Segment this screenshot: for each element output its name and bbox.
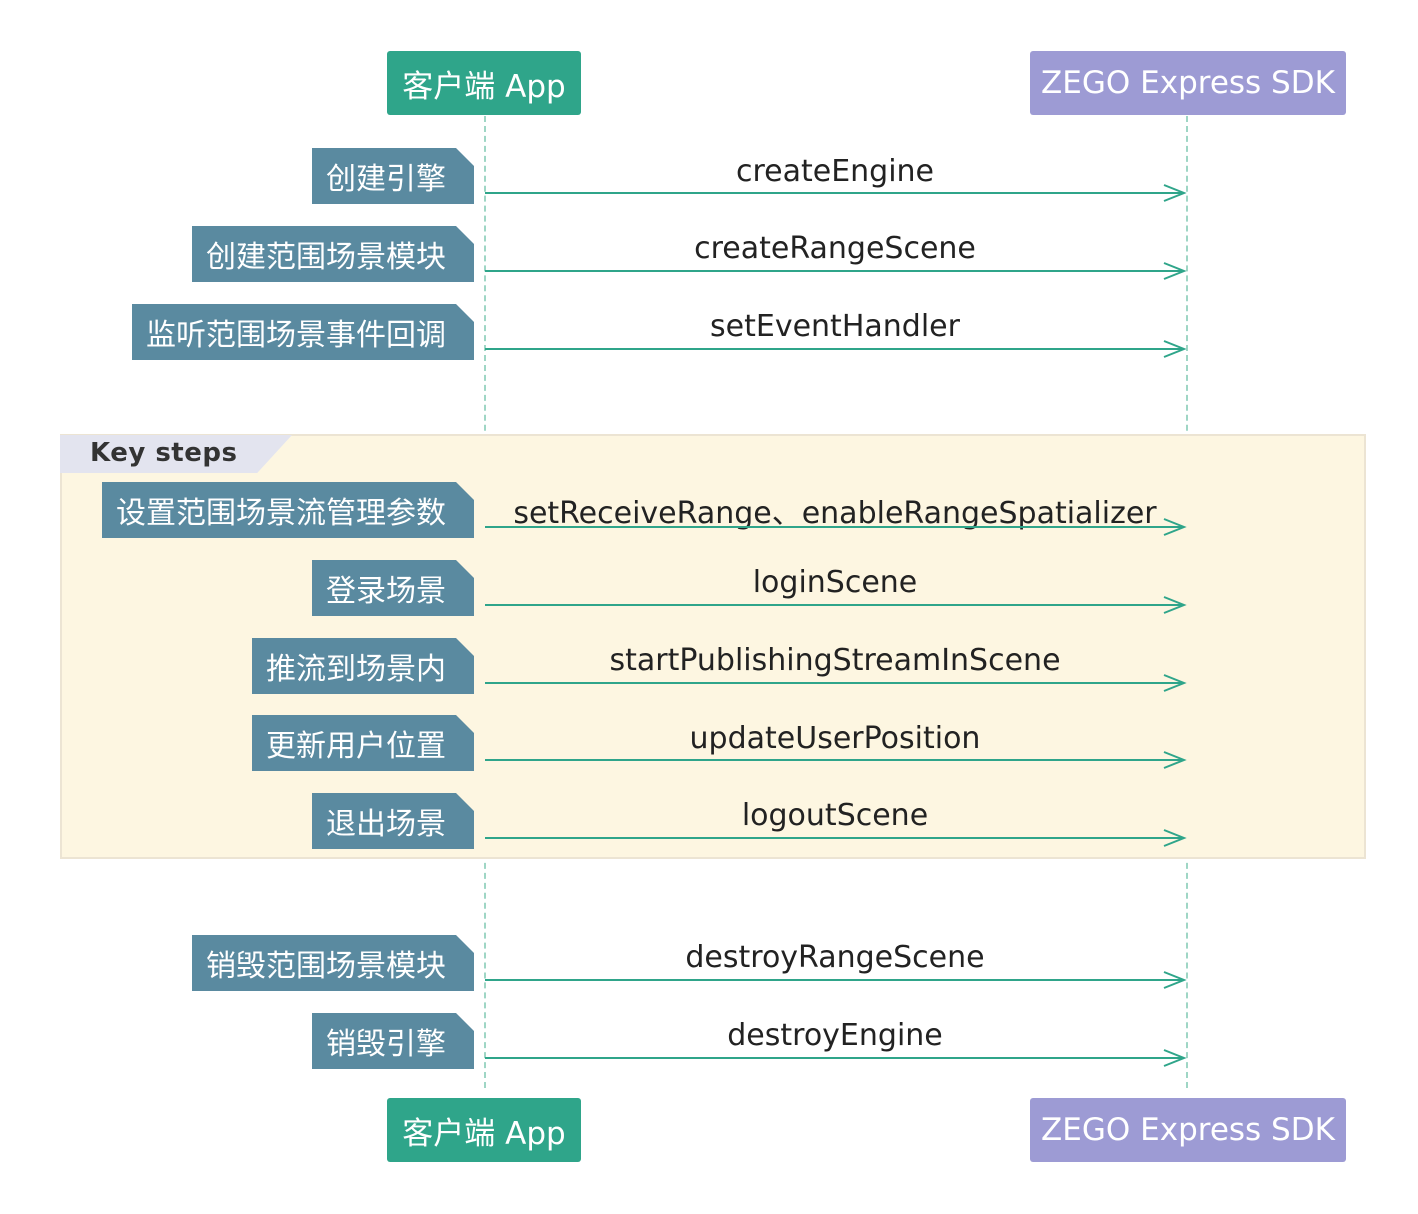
actor-app-top: 客户端 App bbox=[387, 51, 581, 115]
message-label: setEventHandler bbox=[710, 309, 960, 344]
arrowhead bbox=[1163, 674, 1187, 692]
arrowhead bbox=[1163, 596, 1187, 614]
message-label: setReceiveRange、enableRangeSpatializer bbox=[513, 496, 1157, 531]
arrowhead bbox=[1163, 262, 1187, 280]
step-label: 销毁范围场景模块 bbox=[192, 935, 474, 991]
arrowhead bbox=[1163, 829, 1187, 847]
step-label: 登录场景 bbox=[312, 560, 474, 616]
step-label: 退出场景 bbox=[312, 793, 474, 849]
step-label: 创建引擎 bbox=[312, 148, 474, 204]
key-steps-tab bbox=[60, 435, 292, 473]
step-label: 监听范围场景事件回调 bbox=[132, 304, 474, 360]
message-label: destroyEngine bbox=[727, 1018, 943, 1053]
key-steps-label: Key steps bbox=[90, 438, 238, 468]
message-label: createEngine bbox=[735, 154, 935, 189]
message-label: startPublishingStreamInScene bbox=[609, 643, 1061, 678]
step-label: 创建范围场景模块 bbox=[192, 226, 474, 282]
step-label: 销毁引擎 bbox=[312, 1013, 474, 1069]
arrowhead bbox=[1163, 518, 1187, 536]
step-label: 设置范围场景流管理参数 bbox=[102, 482, 474, 538]
message-label: updateUserPosition bbox=[689, 721, 981, 756]
message-label: createRangeScene bbox=[694, 231, 976, 266]
step-label: 更新用户位置 bbox=[252, 715, 474, 771]
arrowhead bbox=[1163, 971, 1187, 989]
arrowhead bbox=[1163, 340, 1187, 358]
actor-sdk-top: ZEGO Express SDK bbox=[1030, 51, 1346, 115]
actor-app-bottom: 客户端 App bbox=[387, 1098, 581, 1162]
message-label: destroyRangeScene bbox=[685, 940, 985, 975]
message-label: logoutScene bbox=[741, 798, 929, 833]
arrowhead bbox=[1163, 751, 1187, 769]
actor-sdk-bottom: ZEGO Express SDK bbox=[1030, 1098, 1346, 1162]
arrowhead bbox=[1163, 1049, 1187, 1067]
arrowhead bbox=[1163, 184, 1187, 202]
step-label: 推流到场景内 bbox=[252, 638, 474, 694]
message-label: loginScene bbox=[752, 565, 918, 600]
